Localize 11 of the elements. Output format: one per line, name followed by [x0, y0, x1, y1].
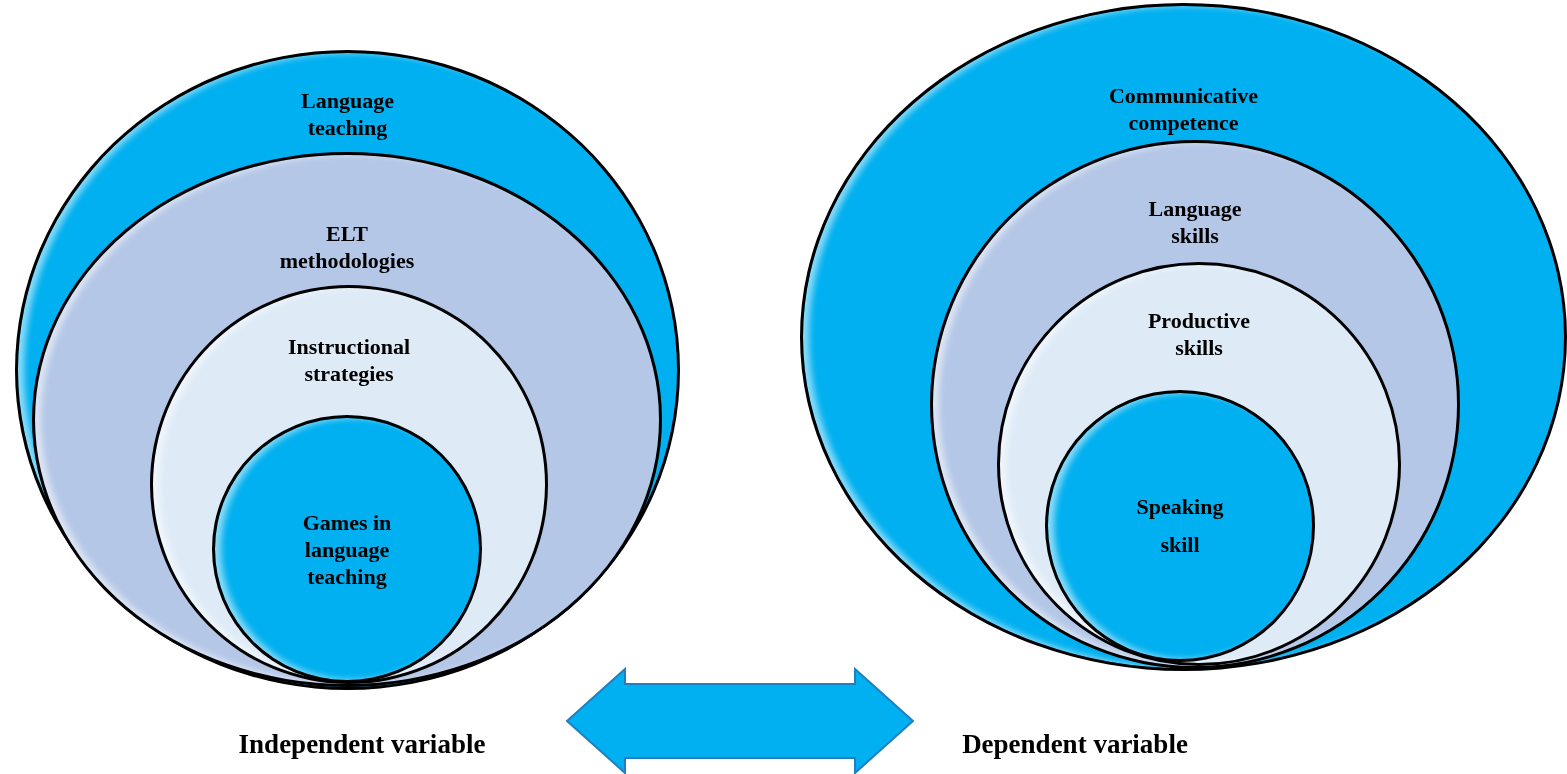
circle-label: Speaking skill [1135, 493, 1225, 559]
circle-label: Instructional strategies [286, 333, 412, 387]
variable-label: Independent variable [238, 728, 486, 760]
circle-label: Games in language teaching [301, 508, 393, 590]
circle-label: Communicative competence [1107, 82, 1260, 136]
circle-label: ELT methodologies [278, 220, 416, 274]
circle-label: Language teaching [300, 87, 395, 141]
double-arrow [565, 666, 915, 774]
circle-label: Productive skills [1146, 307, 1252, 361]
variable-label: Dependent variable [962, 728, 1188, 760]
circle-label: Language skills [1147, 195, 1243, 249]
